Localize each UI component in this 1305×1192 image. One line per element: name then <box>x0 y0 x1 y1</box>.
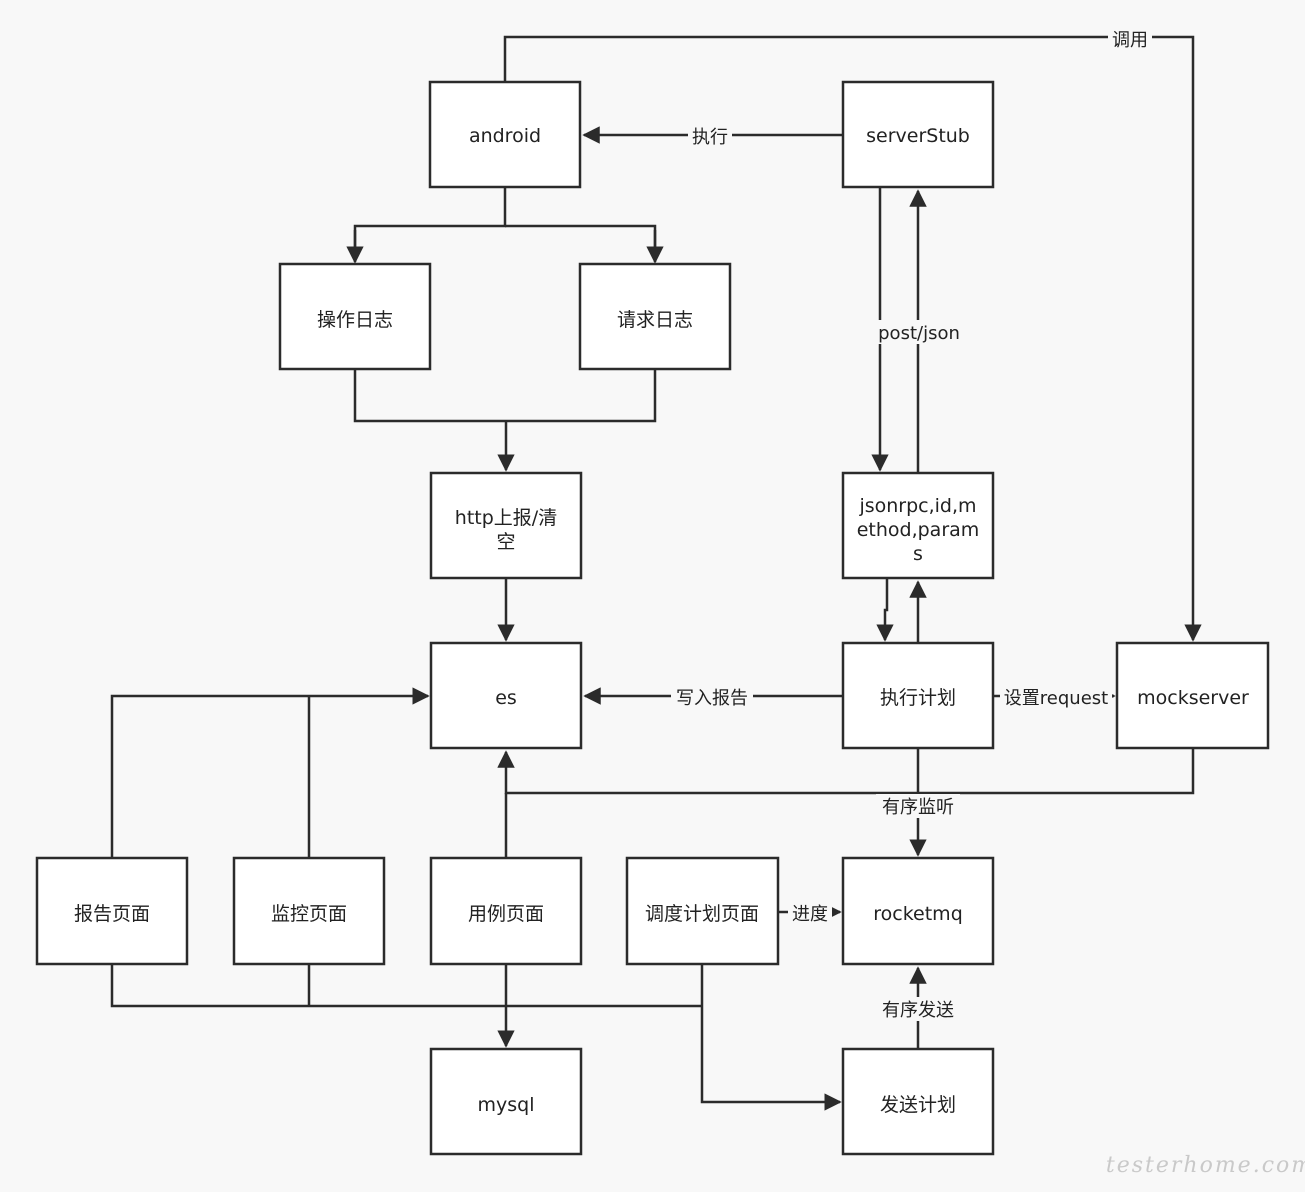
node-android[interactable]: android <box>428 80 582 189</box>
svg-text:serverStub: serverStub <box>866 125 970 147</box>
node-mockserver[interactable]: mockserver <box>1115 641 1270 750</box>
svg-text:mysql: mysql <box>478 1094 535 1116</box>
svg-text:有序监听: 有序监听 <box>882 797 954 818</box>
label-post-json: post/json <box>874 320 964 344</box>
label-ordered-listen: 有序监听 <box>876 794 960 818</box>
svg-text:调度计划页面: 调度计划页面 <box>645 903 759 925</box>
svg-text:操作日志: 操作日志 <box>317 309 393 331</box>
node-case-page[interactable]: 用例页面 <box>429 856 583 966</box>
svg-text:发送计划: 发送计划 <box>880 1094 956 1116</box>
label-set-request: 设置request <box>1000 685 1112 709</box>
svg-text:mockserver: mockserver <box>1137 687 1249 709</box>
svg-text:http上报/清: http上报/清 <box>455 507 557 529</box>
edge-schedule-sendplan <box>700 964 842 1111</box>
edge-pages-mysql <box>110 964 702 1008</box>
svg-text:rocketmq: rocketmq <box>873 903 963 925</box>
node-monitor-page[interactable]: 监控页面 <box>232 856 386 966</box>
node-schedule-page[interactable]: 调度计划页面 <box>625 856 780 966</box>
node-rocketmq[interactable]: rocketmq <box>841 856 995 966</box>
node-serverstub[interactable]: serverStub <box>841 80 995 189</box>
edge-logs-http <box>353 369 657 423</box>
svg-text:空: 空 <box>496 531 515 553</box>
svg-text:post/json: post/json <box>878 323 960 344</box>
edge-mockserver-es <box>497 748 1195 795</box>
node-exec-plan[interactable]: 执行计划 <box>841 641 995 750</box>
node-send-plan[interactable]: 发送计划 <box>841 1047 995 1156</box>
svg-text:设置request: 设置request <box>1004 688 1108 709</box>
svg-text:android: android <box>469 125 541 147</box>
label-invoke: 调用 <box>1108 27 1152 51</box>
svg-text:进度: 进度 <box>792 904 828 925</box>
svg-text:请求日志: 请求日志 <box>617 309 693 331</box>
svg-text:执行: 执行 <box>692 127 728 148</box>
svg-text:es: es <box>495 687 517 709</box>
node-req-log[interactable]: 请求日志 <box>578 262 732 371</box>
edge-jsonrpc-execplan <box>876 578 894 642</box>
label-ordered-send: 有序发送 <box>876 997 960 1021</box>
edge-report-es <box>110 687 430 858</box>
node-jsonrpc[interactable]: jsonrpc,id,m ethod,param s <box>841 471 995 580</box>
node-report-page[interactable]: 报告页面 <box>35 856 189 966</box>
node-op-log[interactable]: 操作日志 <box>278 262 432 371</box>
svg-text:调用: 调用 <box>1112 30 1148 51</box>
label-progress: 进度 <box>788 901 832 925</box>
svg-text:报告页面: 报告页面 <box>74 903 150 925</box>
svg-text:用例页面: 用例页面 <box>468 903 544 925</box>
node-mysql[interactable]: mysql <box>429 1047 583 1156</box>
svg-text:jsonrpc,id,m: jsonrpc,id,m <box>858 495 976 517</box>
edge-android-mockserver <box>503 35 1202 642</box>
svg-text:ethod,param: ethod,param <box>857 519 980 541</box>
edge-android-logs <box>353 187 507 260</box>
edge-android-req-log <box>505 224 657 260</box>
svg-text:执行计划: 执行计划 <box>880 687 956 709</box>
svg-text:s: s <box>913 543 923 565</box>
watermark-text: testerhome.com <box>1106 1153 1305 1178</box>
svg-text:监控页面: 监控页面 <box>271 903 347 925</box>
svg-text:写入报告: 写入报告 <box>676 688 748 709</box>
label-execute: 执行 <box>688 124 732 148</box>
svg-text:有序发送: 有序发送 <box>882 1000 954 1021</box>
node-http-report[interactable]: http上报/清 空 <box>429 471 583 580</box>
label-write-report: 写入报告 <box>671 685 753 709</box>
node-es[interactable]: es <box>429 641 583 750</box>
